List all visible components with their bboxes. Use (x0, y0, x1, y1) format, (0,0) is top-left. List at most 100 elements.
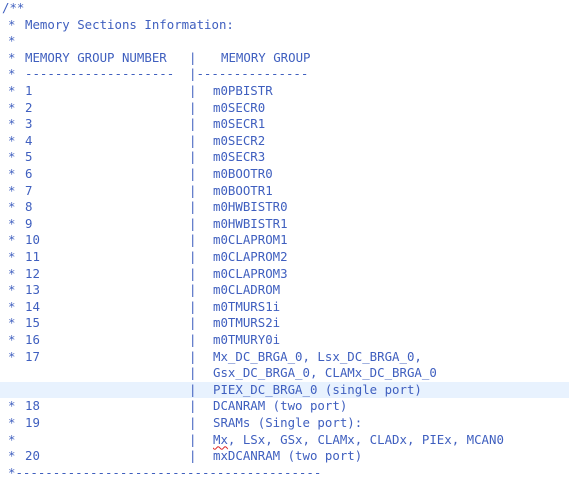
memory-group-number: 8 (25, 199, 33, 215)
memory-group-name: m0HWBISTR0 (213, 199, 288, 215)
comment-close-line: *---------------------------------------… (0, 465, 569, 481)
memory-group-number: 11 (25, 249, 40, 264)
memory-group-number: 18 (25, 398, 40, 414)
memory-group-name: DCANRAM (two port) (213, 398, 348, 414)
table-row-19-cont: *|Mx, LSx, GSx, CLAMx, CLADx, PIEx, MCAN… (0, 432, 569, 449)
table-row: *5|m0SECR3 (0, 149, 569, 166)
comment-star: * (8, 298, 16, 314)
column-separator: | (189, 49, 197, 65)
memory-group-name: m0BOOTR0 (213, 166, 273, 181)
memory-group-name: m0TMURS2i (213, 315, 281, 331)
header-memory-group-number: MEMORY GROUP NUMBER (25, 49, 167, 65)
comment-open: /** (2, 0, 25, 15)
comment-star: * (8, 83, 16, 98)
memory-group-number: 7 (25, 182, 33, 198)
memory-group-name: m0CLADROM (213, 282, 281, 298)
memory-group-number: 3 (25, 116, 33, 132)
column-separator: | (189, 415, 197, 430)
memory-group-number: 19 (25, 415, 40, 430)
memory-group-number: 14 (25, 298, 40, 314)
comment-star: * (8, 448, 16, 464)
comment-star: * (8, 282, 16, 298)
table-row-17-cont: | Gsx_DC_BRGA_0, CLAMx_DC_BRGA_0 (0, 365, 569, 382)
table-row: *2|m0SECR0 (0, 100, 569, 117)
memory-group-number: 15 (25, 315, 40, 331)
table-row: *12|m0CLAPROM3 (0, 266, 569, 283)
separator-line: *--------------------|--------------- (0, 66, 569, 83)
column-separator: | (189, 116, 197, 132)
comment-star: * (8, 249, 16, 264)
comment-star: * (8, 33, 16, 49)
table-row: *16|m0TMURY0i (0, 332, 569, 349)
memory-group-name: m0BOOTR1 (213, 182, 273, 198)
memory-group-name-rest: , LSx, GSx, CLAMx, CLADx, PIEx, MCAN0 (227, 431, 504, 447)
table-row-20: *20|mxDCANRAM (two port) (0, 448, 569, 465)
column-separator: | (189, 249, 197, 264)
column-separator: | (189, 332, 197, 347)
comment-star: * (8, 132, 16, 148)
column-separator: | (189, 199, 197, 215)
column-separator: | (189, 315, 197, 331)
column-separator: | (189, 298, 197, 314)
table-row: *7|m0BOOTR1 (0, 183, 569, 200)
memory-group-name: SRAMs (Single port): (213, 415, 363, 430)
column-separator: | (189, 381, 197, 397)
memory-group-name: m0CLAPROM3 (213, 265, 288, 281)
table-row-18: *18|DCANRAM (two port) (0, 398, 569, 415)
memory-group-number: 12 (25, 265, 40, 281)
comment-star: * (8, 348, 16, 364)
column-separator: | (189, 448, 197, 464)
memory-group-number: 10 (25, 232, 40, 248)
comment-star: * (8, 315, 16, 331)
table-row-17-cont-current: | PIEX_DC_BRGA_0 (single port) (0, 381, 569, 399)
memory-group-name: m0TMURS1i (213, 298, 281, 314)
table-row: *9|m0HWBISTR1 (0, 216, 569, 233)
comment-star: * (8, 415, 16, 430)
column-separator: | (189, 265, 197, 281)
table-row: *1|m0PBISTR (0, 83, 569, 100)
title-line: *Memory Sections Information: (0, 17, 569, 34)
column-separator: | (189, 398, 197, 414)
table-row-19: * 19 | SRAMs (Single port): (0, 415, 569, 432)
memory-group-name: m0SECR3 (213, 149, 266, 165)
memory-group-name: m0SECR1 (213, 116, 266, 132)
spellcheck-word[interactable]: Mx (213, 431, 228, 447)
memory-group-name: Mx, LSx, GSx, CLAMx, CLADx, PIEx, MCAN0 (213, 432, 504, 449)
memory-group-name: Mx_DC_BRGA_0, Lsx_DC_BRGA_0, (213, 348, 422, 364)
memory-group-number: 16 (25, 332, 40, 347)
closing-separator: *---------------------------------------… (8, 464, 322, 480)
column-separator: | (189, 182, 197, 198)
table-row-17: *17|Mx_DC_BRGA_0, Lsx_DC_BRGA_0, (0, 349, 569, 366)
comment-star: * (8, 215, 16, 231)
column-separator: | (189, 166, 197, 181)
memory-group-name: m0CLAPROM2 (213, 249, 288, 264)
memory-group-name: m0SECR2 (213, 132, 266, 148)
column-separator: | (189, 215, 197, 231)
memory-group-number: 20 (25, 448, 40, 464)
table-row: * 6 | m0BOOTR0 (0, 166, 569, 183)
column-separator: | (189, 348, 197, 364)
comment-star: * (8, 232, 16, 248)
comment-star: * (8, 166, 16, 181)
table-row: * 11 | m0CLAPROM2 (0, 249, 569, 266)
memory-group-number: 5 (25, 149, 33, 165)
table-row: *3|m0SECR1 (0, 116, 569, 133)
memory-group-name: m0PBISTR (213, 83, 273, 98)
memory-group-name: PIEX_DC_BRGA_0 (single port) (213, 381, 422, 397)
column-separator: | (189, 365, 197, 381)
column-separator: | (189, 99, 197, 115)
column-separator: | (189, 282, 197, 298)
column-separator: | (189, 149, 197, 165)
memory-group-number: 6 (25, 166, 33, 181)
memory-group-name: m0TMURY0i (213, 332, 281, 347)
memory-group-name: m0HWBISTR1 (213, 215, 288, 231)
table-row: *10|m0CLAPROM1 (0, 232, 569, 249)
separator-right: |--------------- (189, 66, 309, 82)
column-separator: | (189, 232, 197, 248)
column-separator: | (189, 431, 197, 447)
memory-group-name: Gsx_DC_BRGA_0, CLAMx_DC_BRGA_0 (213, 365, 437, 381)
column-separator: | (189, 132, 197, 148)
table-row: *8|m0HWBISTR0 (0, 199, 569, 216)
header-line: *MEMORY GROUP NUMBER|MEMORY GROUP (0, 50, 569, 67)
